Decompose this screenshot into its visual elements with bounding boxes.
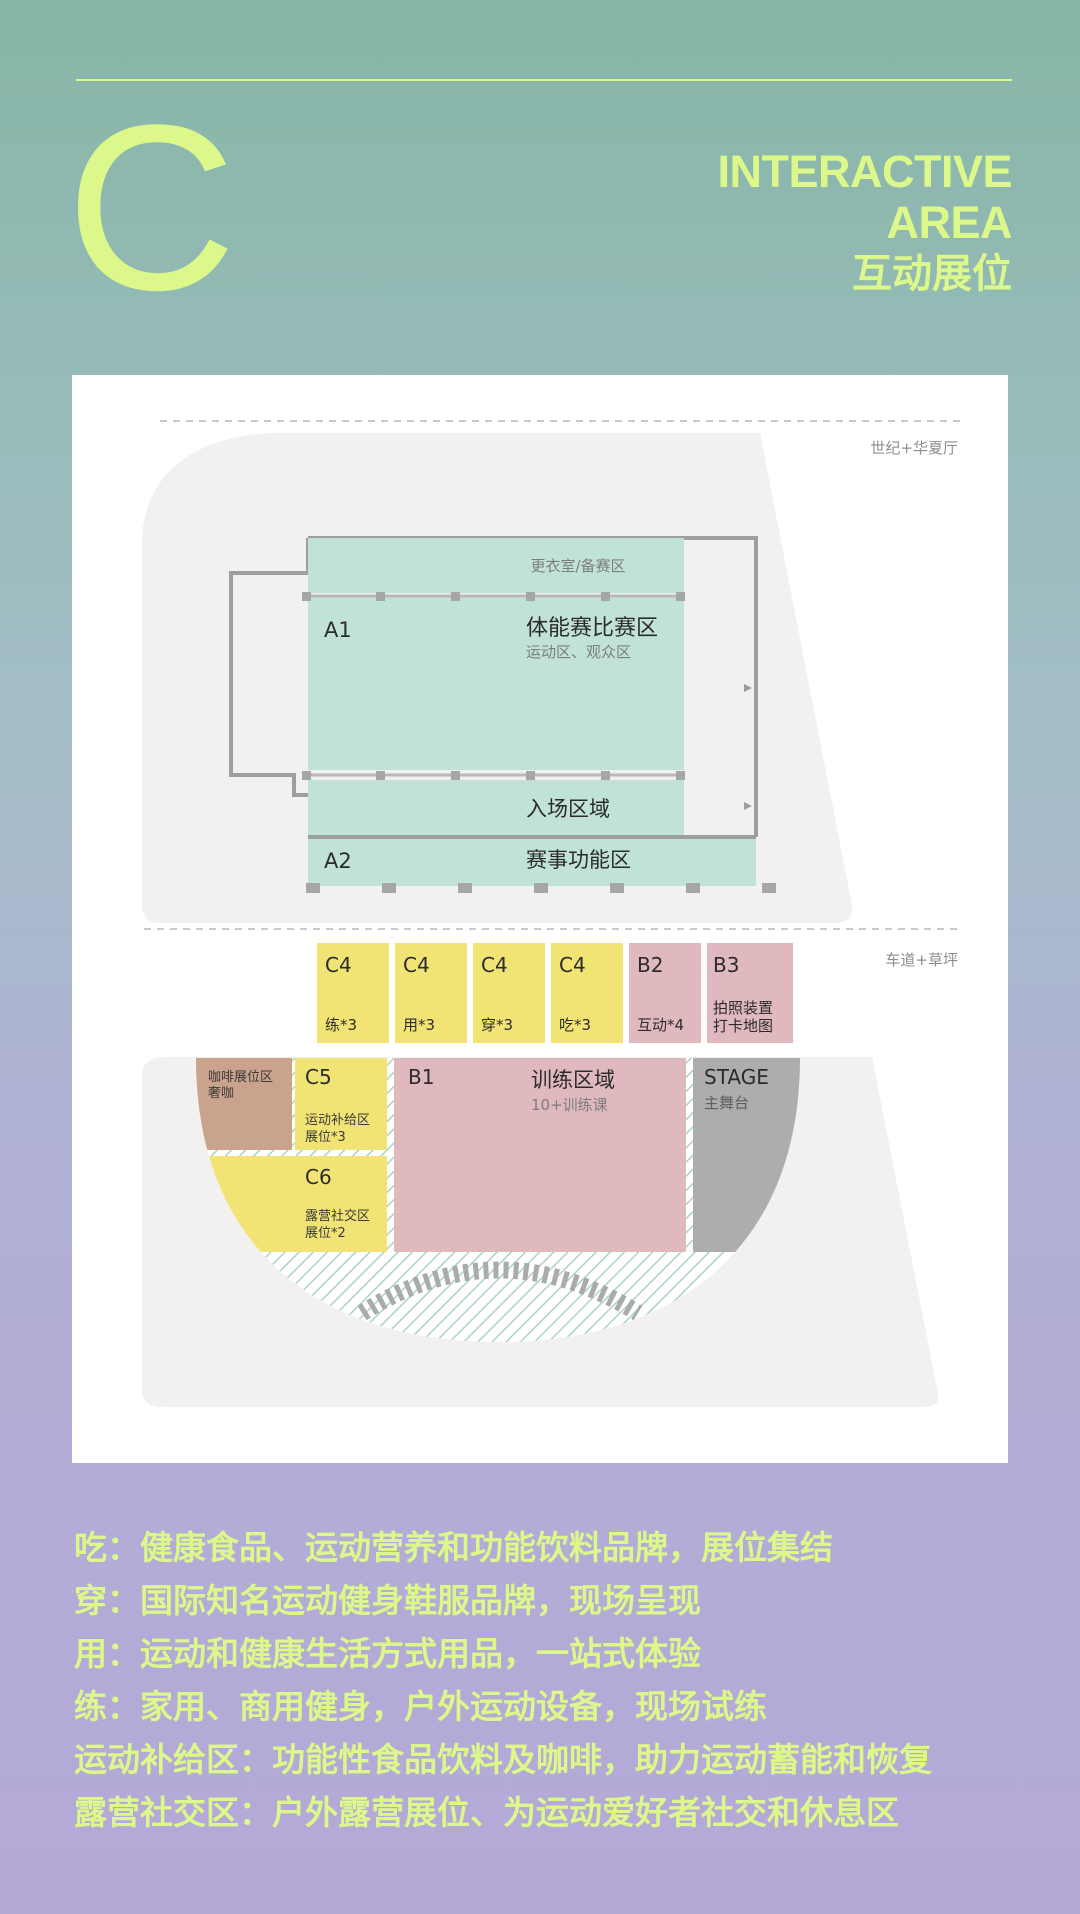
entrance-zone xyxy=(308,780,684,837)
c5-code: C5 xyxy=(305,1065,332,1089)
booth-3-code: C4 xyxy=(481,953,508,977)
title-chinese: 互动展位 xyxy=(852,251,1012,297)
a1-subtitle: 运动区、观众区 xyxy=(526,643,631,661)
legend-use: 用：运动和健康生活方式用品，一站式体验 xyxy=(74,1634,701,1673)
category-legend: 吃：健康食品、运动营养和功能饮料品牌，展位集结 穿：国际知名运动健身鞋服品牌，现… xyxy=(74,1521,1034,1839)
b1-code: B1 xyxy=(408,1065,434,1089)
booth-b2-code: B2 xyxy=(637,953,663,977)
coffee-line-1: 咖啡展位区 xyxy=(208,1070,273,1085)
entrance-label: 入场区域 xyxy=(526,797,610,821)
b1-zone xyxy=(394,1058,686,1252)
booth-4-code: C4 xyxy=(559,953,586,977)
a1-zone xyxy=(308,595,684,770)
booth-3-sub: 穿*3 xyxy=(481,1016,513,1034)
c6-code: C6 xyxy=(305,1165,332,1189)
booth-2-code: C4 xyxy=(403,953,430,977)
legend-camping: 露营社交区：户外露营展位、为运动爱好者社交和休息区 xyxy=(74,1793,899,1832)
floor-plan-map: 世纪+华夏厅 车道+草坪 更衣室/备赛区 A1 体能赛比赛区 运动区、观众区 入… xyxy=(72,375,1008,1463)
section-letter: C xyxy=(66,76,237,340)
c5-zone xyxy=(295,1058,387,1150)
booth-1-code: C4 xyxy=(325,953,352,977)
booth-1-sub: 练*3 xyxy=(325,1016,357,1034)
door-arrow-upper xyxy=(744,684,752,692)
booth-b3 xyxy=(707,943,793,1043)
booth-c4-use xyxy=(395,943,467,1043)
c5-line-2: 展位*3 xyxy=(305,1130,346,1145)
legend-supply: 运动补给区：功能性食品饮料及咖啡，助力运动蓄能和恢复 xyxy=(74,1740,932,1779)
title-english-line-2: AREA xyxy=(886,197,1012,248)
floor-plan-svg: 世纪+华夏厅 车道+草坪 更衣室/备赛区 A1 体能赛比赛区 运动区、观众区 入… xyxy=(142,420,960,1407)
b1-subtitle: 10+训练课 xyxy=(531,1096,608,1114)
c6-line-2: 展位*2 xyxy=(305,1226,346,1241)
booth-c4-wear xyxy=(473,943,545,1043)
c6-line-1: 露营社交区 xyxy=(305,1208,370,1224)
a1-name: 体能赛比赛区 xyxy=(526,616,658,641)
stage-code: STAGE xyxy=(704,1065,769,1089)
coffee-line-2: 奢咖 xyxy=(208,1086,234,1101)
separator-posts xyxy=(302,592,776,893)
booth-c4-train xyxy=(317,943,389,1043)
a2-zone xyxy=(308,838,756,886)
bleacher-seats xyxy=(357,1261,643,1321)
b1-name: 训练区域 xyxy=(531,1068,615,1092)
door-arrow-lower xyxy=(744,802,752,810)
section-title: INTERACTIVE AREA 互动展位 xyxy=(717,146,1012,300)
booth-b2 xyxy=(629,943,701,1043)
title-english-line-1: INTERACTIVE xyxy=(717,146,1012,197)
locker-room-label: 更衣室/备赛区 xyxy=(530,557,625,575)
lawn-label: 车道+草坪 xyxy=(885,951,958,969)
booth-b3-sub-1: 拍照装置 xyxy=(713,999,773,1017)
c5-line-1: 运动补给区 xyxy=(305,1113,370,1128)
booth-2-sub: 用*3 xyxy=(403,1016,435,1034)
booth-b2-sub: 互动*4 xyxy=(637,1016,684,1034)
hall-label: 世纪+华夏厅 xyxy=(870,439,958,457)
booth-b3-code: B3 xyxy=(713,953,739,977)
stage-subtitle: 主舞台 xyxy=(704,1094,749,1112)
booth-4-sub: 吃*3 xyxy=(559,1016,591,1034)
legend-train: 练：家用、商用健身，户外运动设备，现场试练 xyxy=(74,1687,767,1726)
locker-room-zone xyxy=(308,538,684,593)
booth-b3-sub-2: 打卡地图 xyxy=(713,1017,773,1035)
a2-code: A2 xyxy=(324,849,352,873)
top-divider-line xyxy=(76,79,1012,81)
legend-wear: 穿：国际知名运动健身鞋服品牌，现场呈现 xyxy=(74,1581,701,1620)
legend-eat: 吃：健康食品、运动营养和功能饮料品牌，展位集结 xyxy=(74,1528,833,1567)
booth-c4-eat xyxy=(551,943,623,1043)
a1-code: A1 xyxy=(324,618,352,642)
coffee-zone xyxy=(196,1058,292,1150)
a2-name: 赛事功能区 xyxy=(526,848,631,872)
